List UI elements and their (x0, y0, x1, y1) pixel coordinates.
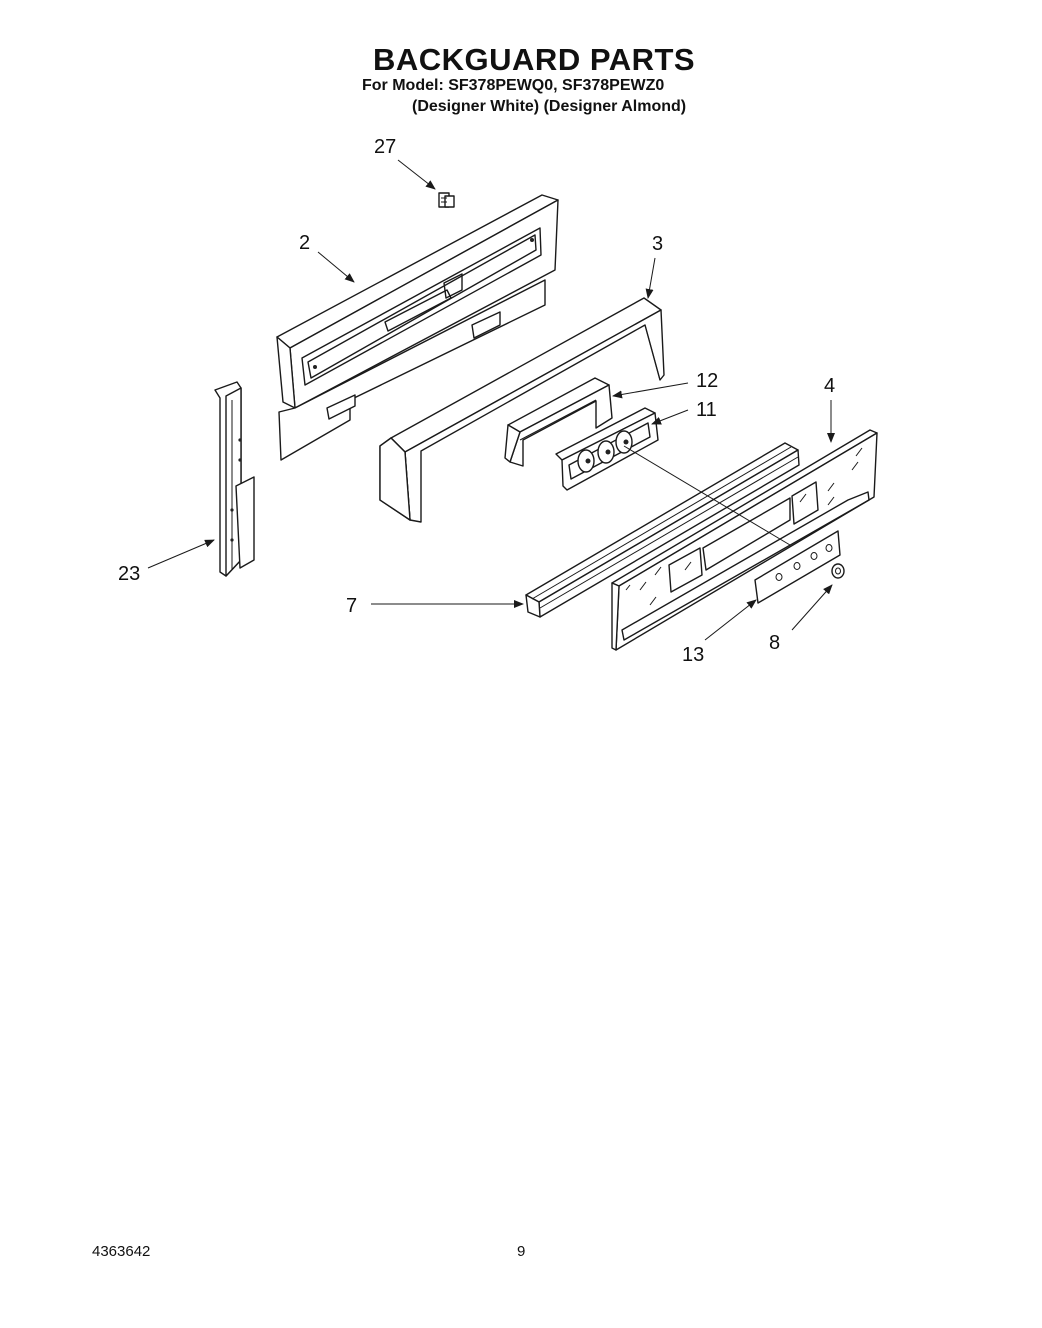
page-title: BACKGUARD PARTS (373, 42, 696, 77)
page-number: 9 (517, 1243, 526, 1260)
callout-12: 12 (696, 370, 719, 392)
document-number: 4363642 (92, 1243, 151, 1260)
model-numbers: For Model: SF378PEWQ0, SF378PEWZ0 (362, 77, 665, 94)
callout-7: 7 (346, 595, 358, 617)
callout-3: 3 (652, 233, 664, 255)
part-11-switch-plate (555, 407, 659, 491)
callout-11: 11 (696, 399, 717, 421)
callout-27: 27 (374, 136, 397, 158)
part-4-control-panel (611, 429, 878, 651)
part-12-bracket (504, 377, 613, 467)
part-8-knob (831, 563, 845, 579)
part-2-backguard-top (276, 194, 559, 461)
model-variants: (Designer White) (Designer Almond) (412, 98, 687, 115)
callout-23: 23 (118, 563, 141, 585)
part-27-clip (438, 192, 455, 208)
callout-13: 13 (682, 644, 705, 666)
part-3-backguard-frame (379, 297, 665, 523)
part-23-side-bracket (214, 381, 255, 577)
alignment-line (623, 445, 791, 546)
callout-2: 2 (299, 232, 311, 254)
callout-4: 4 (824, 375, 836, 397)
part-13-overlay (754, 530, 841, 604)
leader-arrows (147, 159, 835, 641)
part-7-trim-strip (525, 442, 800, 618)
callout-8: 8 (769, 632, 781, 654)
